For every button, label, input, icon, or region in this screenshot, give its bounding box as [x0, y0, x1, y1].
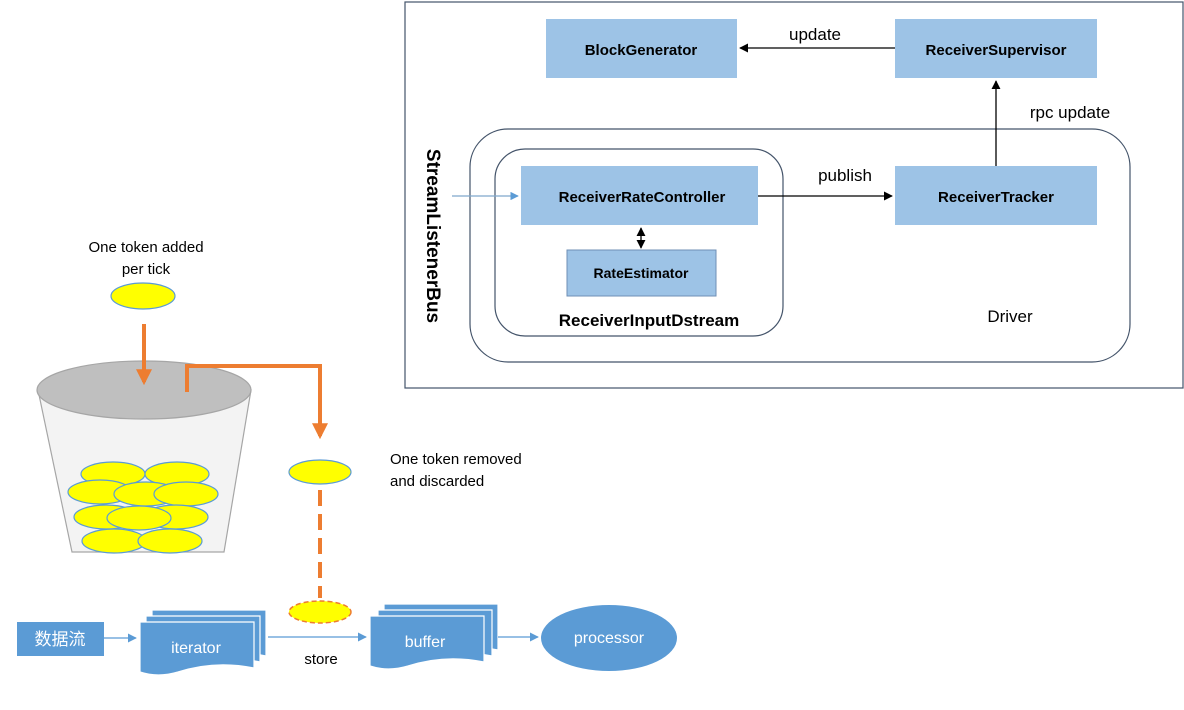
receiver-input-dstream-region [494, 148, 784, 337]
iterator-sheet-front [139, 621, 255, 676]
rate-estimator-box [566, 249, 717, 297]
receiver-tracker-label: ReceiverTracker [938, 189, 1054, 206]
rpc-update-edge-label: rpc update [1030, 103, 1110, 122]
token-removed-label-line2: and discarded [390, 473, 484, 490]
buffer-stack [369, 603, 499, 670]
rate-estimator-label: RateEstimator [594, 265, 689, 281]
iterator-label: iterator [171, 640, 221, 657]
update-edge-label: update [789, 25, 841, 44]
processor-label: processor [574, 630, 645, 647]
stream-listener-bus-label: StreamListenerBus [422, 149, 443, 323]
receiver-rate-controller-label: ReceiverRateController [559, 189, 726, 206]
driver-region [469, 128, 1131, 363]
receiver-supervisor-label: ReceiverSupervisor [926, 42, 1067, 59]
token-added-label-line1: One token added [88, 239, 203, 256]
token-bucket-section: One token added per tick One token remov… [36, 239, 522, 624]
block-generator-box [546, 19, 737, 78]
bucket-tokens [67, 461, 219, 554]
iterator-stack [139, 609, 267, 676]
receiver-rate-controller-box [521, 166, 758, 225]
block-generator-label: BlockGenerator [585, 42, 698, 59]
incoming-token [110, 282, 176, 310]
driver-label: Driver [987, 307, 1033, 326]
bucket-token [81, 528, 147, 554]
data-flow: 数据流 iterator store buffer processor [17, 603, 677, 676]
receiver-supervisor-box [895, 19, 1097, 78]
bucket-token [137, 528, 203, 554]
buffer-sheet-front [369, 615, 485, 670]
receiver-tracker-box [895, 166, 1097, 225]
receiver-input-dstream-label: ReceiverInputDstream [559, 311, 739, 330]
token-out-arrow [185, 364, 328, 440]
removed-token [288, 459, 352, 485]
rate-control-panel: StreamListenerBus BlockGenerator Receive… [404, 1, 1184, 389]
pending-token [288, 600, 352, 624]
processor-node [541, 605, 677, 671]
data-stream-label: 数据流 [35, 630, 86, 649]
token-added-label-line2: per tick [122, 261, 171, 278]
store-label: store [304, 651, 337, 668]
token-removed-label-line1: One token removed [390, 451, 522, 468]
data-stream-box [17, 622, 104, 656]
buffer-label: buffer [405, 634, 446, 651]
publish-edge-label: publish [818, 166, 872, 185]
bucket-token [153, 481, 219, 507]
bucket-token [106, 505, 172, 531]
